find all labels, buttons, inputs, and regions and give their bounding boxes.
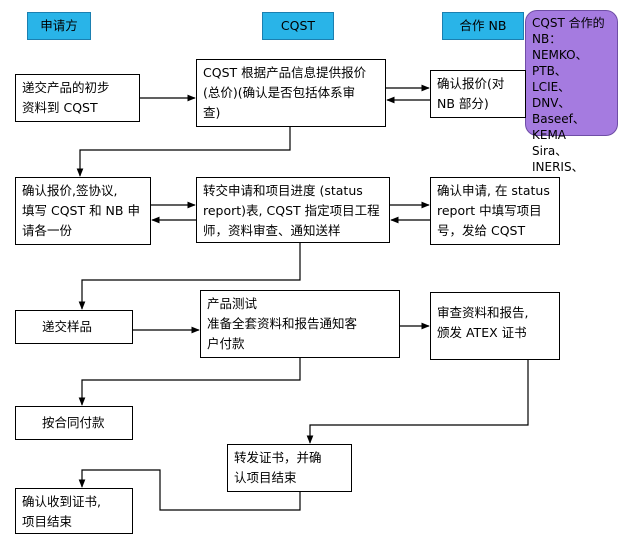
arrow-forward-to-sample: [78, 243, 301, 310]
arrow-cert-to-receive: [78, 469, 301, 511]
box-receive-cert: 确认收到证书, 项目结束: [15, 488, 133, 534]
box-submit-info: 递交产品的初步 资料到 CQST: [15, 74, 140, 122]
header-cqst: CQST: [262, 12, 334, 40]
header-applicant: 申请方: [27, 12, 91, 40]
header-nb: 合作 NB: [442, 12, 524, 40]
arrow-quote-to-confirm: [76, 127, 291, 177]
box-nb-confirm-application: 确认申请, 在 status report 中填写项目 号，发给 CQST: [430, 177, 560, 245]
box-forward-application: 转交申请和项目进度 (status report)表, CQST 指定项目工程 …: [196, 177, 390, 243]
box-applicant-confirm: 确认报价,签协议, 填写 CQST 和 NB 申 请各一份: [15, 177, 151, 245]
nb-partner-note: CQST 合作的 NB： NEMKO、PTB、 LCIE、 DNV、 Basee…: [525, 10, 618, 190]
box-pay-contract: 按合同付款: [15, 406, 133, 440]
box-submit-sample: 递交样品: [15, 310, 133, 344]
arrow-review-to-cert: [306, 360, 529, 444]
box-review-issue: 审查资料和报告, 颁发 ATEX 证书: [430, 292, 560, 360]
box-cqst-quote: CQST 根据产品信息提供报价 (总价)(确认是否包括体系审 查): [196, 59, 386, 127]
arrow-test-to-pay: [78, 358, 301, 406]
box-product-test: 产品测试 准备全套资料和报告通知客 户付款: [200, 290, 400, 358]
box-forward-cert: 转发证书，并确 认项目结束: [227, 444, 352, 492]
box-nb-confirm-quote: 确认报价(对 NB 部分): [430, 70, 526, 118]
